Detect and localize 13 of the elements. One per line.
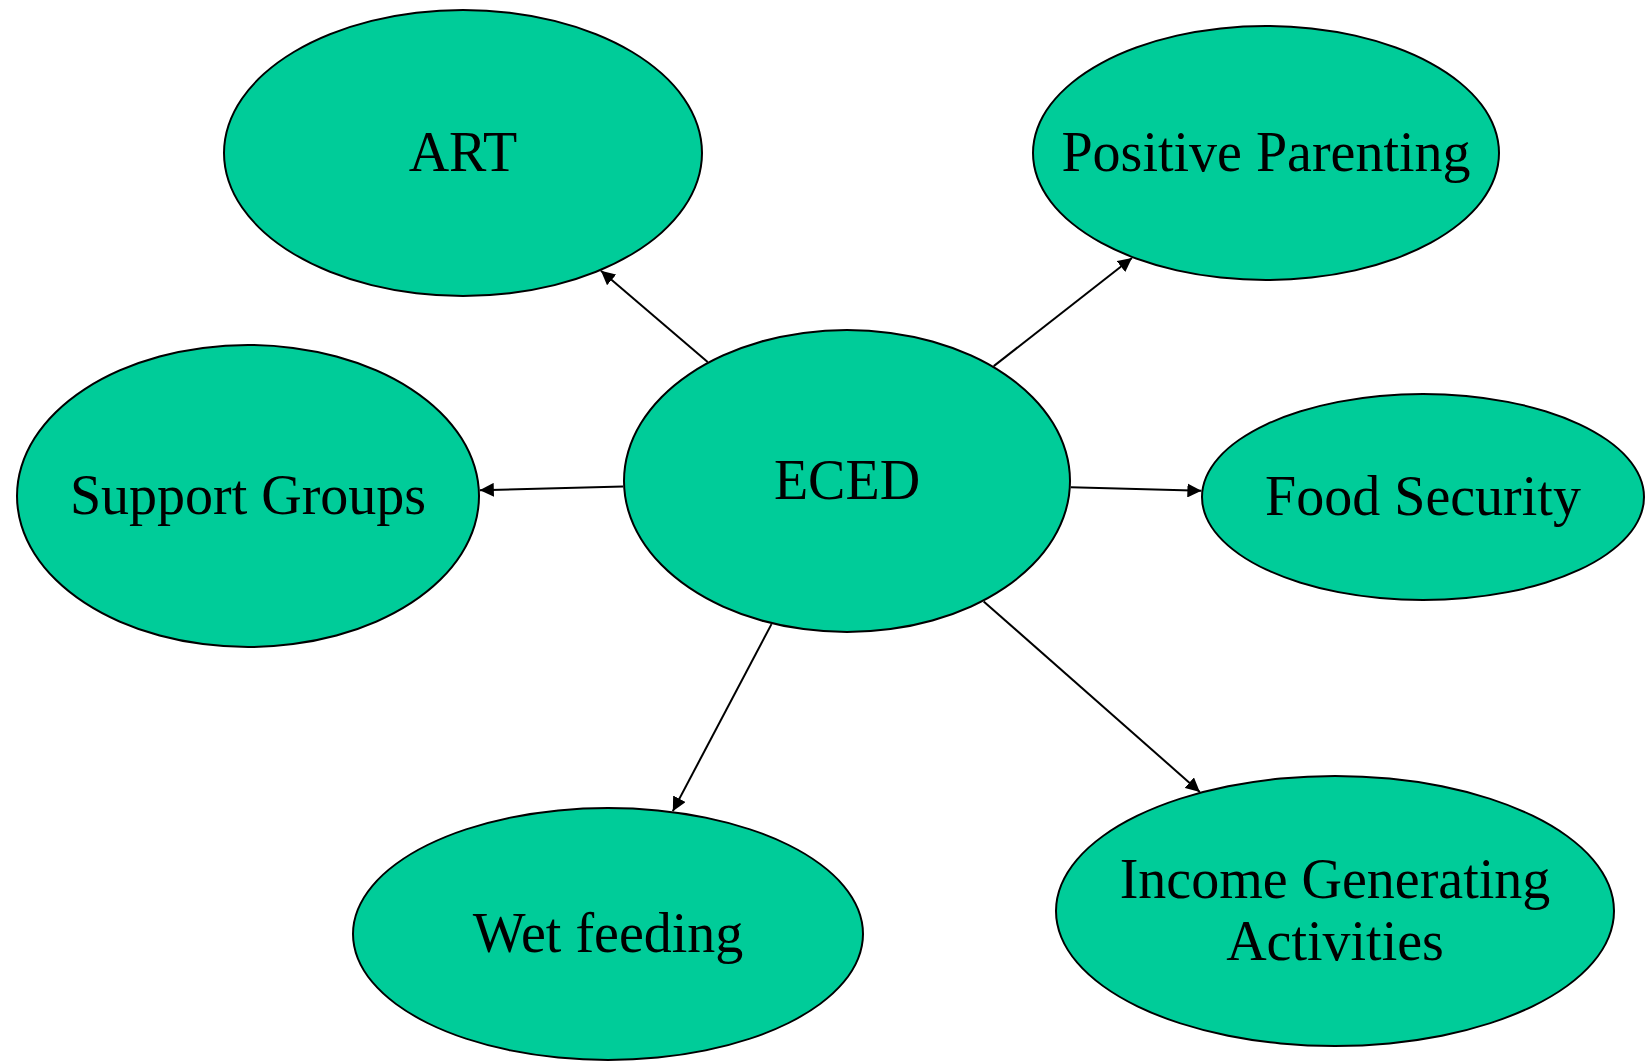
- node-label: Positive Parenting: [1061, 122, 1471, 184]
- arrow: [599, 269, 709, 363]
- node-label: Support Groups: [69, 465, 427, 527]
- arrow: [478, 482, 625, 497]
- arrow: [671, 623, 773, 813]
- arrow: [992, 256, 1133, 368]
- node-label: Wet feeding: [472, 903, 744, 965]
- arrow: [982, 600, 1201, 793]
- node-label: Food Security: [1265, 466, 1581, 528]
- arrow: [1069, 483, 1203, 498]
- node-label: ART: [408, 122, 518, 184]
- node-label: ECED: [773, 450, 921, 512]
- node-label: Income Generating Activities: [1118, 849, 1552, 973]
